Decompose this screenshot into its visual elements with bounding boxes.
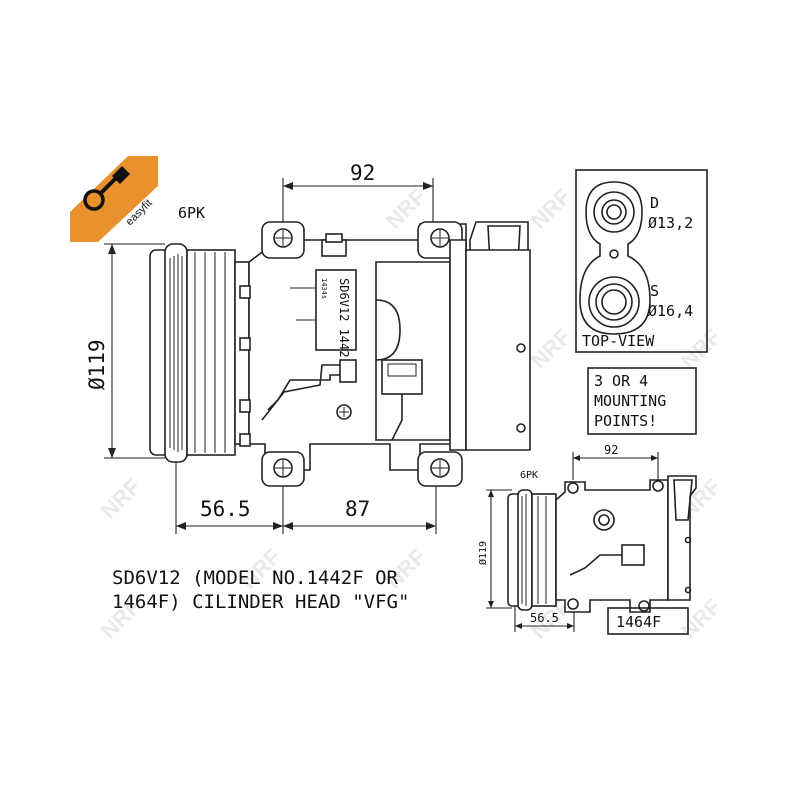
notice-line-2: MOUNTING	[594, 392, 666, 410]
dimension-left-value: 56.5	[200, 497, 251, 521]
top-view-caption: TOP-VIEW	[582, 332, 655, 350]
easyfit-badge: easyfit	[70, 156, 158, 242]
port-d-letter: D	[650, 194, 659, 212]
label-plate-small: 1434s	[320, 278, 328, 299]
mounting-notice: 3 OR 4 MOUNTING POINTS!	[587, 367, 697, 435]
secondary-dimension-top: 92	[604, 443, 618, 457]
caption: SD6V12 (MODEL NO.1442F OR 1464F) CILINDE…	[112, 567, 409, 613]
top-view-frame	[575, 169, 708, 353]
label-plate	[315, 269, 357, 351]
model-box-label: 1464F	[616, 613, 661, 631]
caption-line-2: 1464F) CILINDER HEAD "VFG"	[112, 591, 409, 613]
watermark-text: NRF	[96, 474, 146, 524]
compressor-body: SD6V12 1442 1434s	[239, 221, 531, 487]
label-plate-text: SD6V12 1442	[337, 278, 351, 357]
notice-line-3: POINTS!	[594, 412, 657, 430]
watermark-text: NRF	[526, 184, 576, 234]
pulley	[149, 243, 250, 463]
dimension-right-value: 87	[345, 497, 370, 521]
port-s-size: Ø16,4	[648, 302, 693, 320]
mount-hole-icon	[430, 228, 450, 248]
secondary-dimension-diameter: Ø119	[477, 541, 489, 565]
notice-frame	[587, 367, 697, 435]
connector	[381, 359, 423, 395]
mount-hole-icon	[273, 458, 293, 478]
mount-hole-icon	[273, 228, 293, 248]
belt-label: 6PK	[178, 204, 205, 222]
port-d-size: Ø13,2	[648, 214, 693, 232]
secondary-dimension-left: 56.5	[530, 611, 559, 625]
nut-icon	[112, 166, 130, 184]
top-view-panel: D Ø13,2 S Ø16,4 TOP-VIEW	[575, 169, 708, 353]
main-view: 6PK 92 Ø119 56.5 87	[85, 161, 531, 534]
secondary-view: 6PK 92 Ø119 56.5	[477, 443, 697, 635]
watermark-text: NRF	[676, 594, 726, 644]
watermark-text: NRF	[676, 324, 726, 374]
suction-port-icon	[588, 276, 640, 328]
wrench-icon	[83, 189, 105, 211]
port-s-letter: S	[650, 282, 659, 300]
dimension-diameter-value: Ø119	[85, 339, 109, 390]
discharge-port-icon	[593, 191, 635, 233]
mount-hole-icon	[430, 458, 450, 478]
model-box	[607, 607, 689, 635]
notice-line-1: 3 OR 4	[594, 372, 648, 390]
caption-line-1: SD6V12 (MODEL NO.1442F OR	[112, 567, 399, 589]
watermark-text: NRF	[526, 324, 576, 374]
secondary-belt-label: 6PK	[520, 470, 538, 481]
screw-icon	[336, 404, 352, 420]
dimension-top-value: 92	[350, 161, 375, 185]
